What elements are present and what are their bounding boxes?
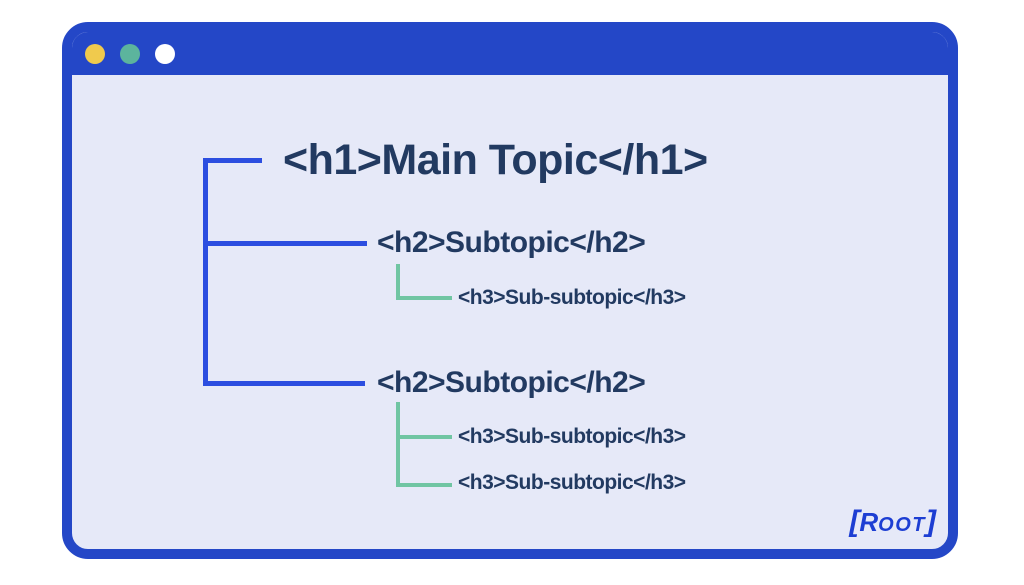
window-content: <h1>Main Topic</h1> <h2>Subtopic</h2> <h…: [72, 75, 948, 549]
logo-letter-r: R: [859, 507, 879, 537]
node-h3-sub-subtopic-1: <h3>Sub-subtopic</h3>: [458, 286, 686, 309]
logo-open-bracket: [: [849, 505, 860, 538]
connector-h3-branch-1: [396, 296, 452, 300]
root-logo: [ROOT]: [849, 505, 936, 539]
logo-letters-oot: OOT: [878, 514, 926, 536]
connector-h3-trunk-2: [396, 402, 400, 487]
node-h3-sub-subtopic-2: <h3>Sub-subtopic</h3>: [458, 425, 686, 448]
connector-h3-branch-2: [396, 435, 452, 439]
browser-window: <h1>Main Topic</h1> <h2>Subtopic</h2> <h…: [62, 22, 958, 559]
connector-h3-trunk-1: [396, 264, 400, 300]
connector-h3-branch-3: [396, 483, 452, 487]
traffic-light-teal-icon: [120, 43, 140, 64]
traffic-light-yellow-icon: [85, 43, 105, 64]
traffic-light-white-icon: [155, 43, 175, 64]
connector-h2-branch-2: [203, 381, 365, 386]
connector-h1-branch: [203, 158, 262, 163]
connector-trunk-vertical: [203, 158, 208, 386]
logo-close-bracket: ]: [926, 505, 936, 538]
node-h3-sub-subtopic-3: <h3>Sub-subtopic</h3>: [458, 471, 686, 494]
window-titlebar: [72, 32, 948, 75]
connector-h2-branch-1: [203, 241, 367, 246]
node-h1-main-topic: <h1>Main Topic</h1>: [283, 136, 708, 184]
node-h2-subtopic-1: <h2>Subtopic</h2>: [377, 226, 646, 259]
node-h2-subtopic-2: <h2>Subtopic</h2>: [377, 366, 646, 399]
